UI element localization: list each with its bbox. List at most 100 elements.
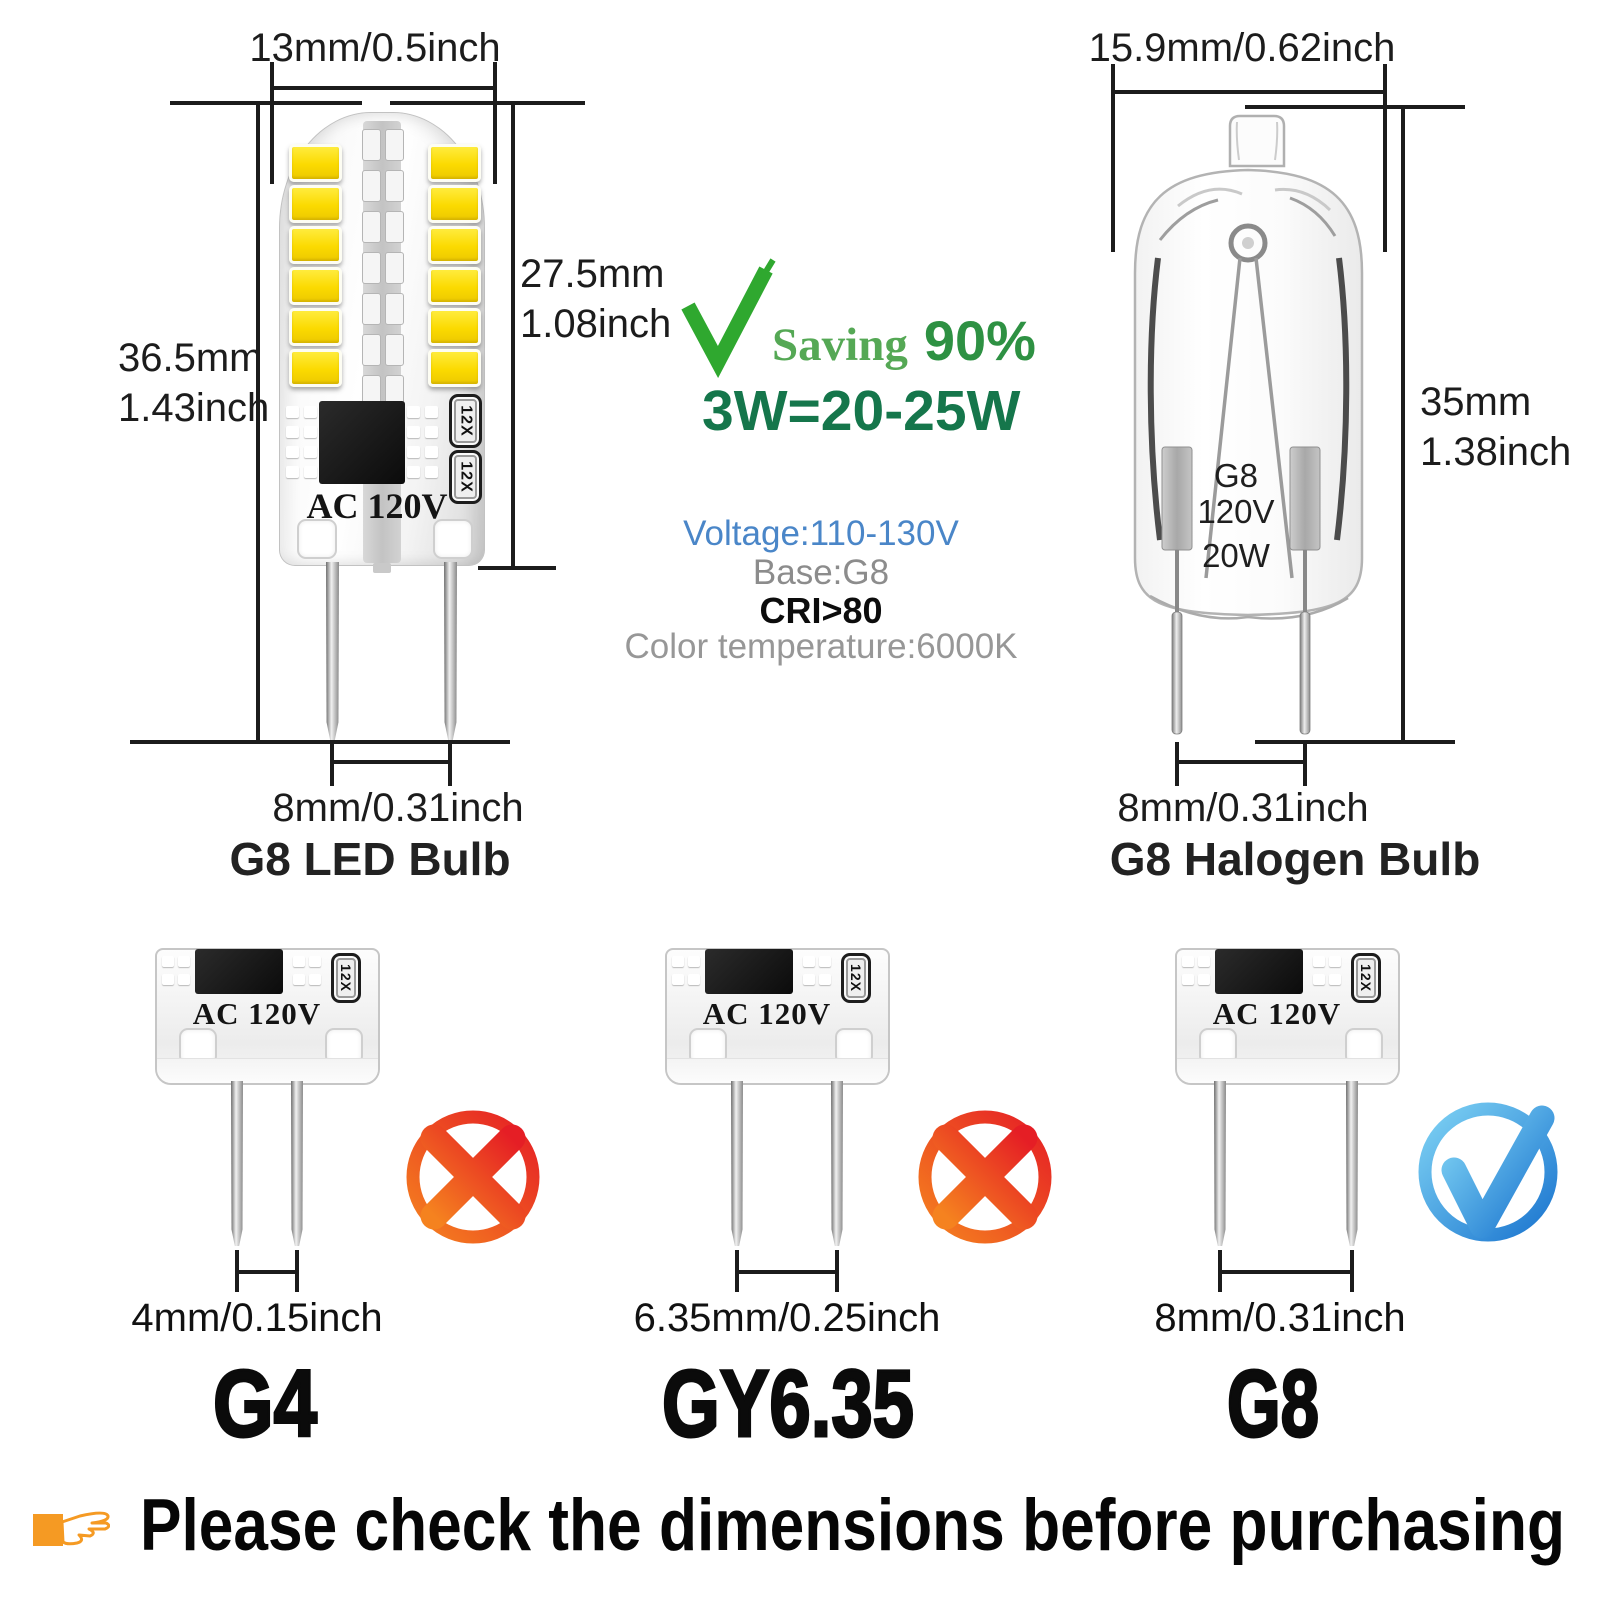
led-chip [428, 144, 481, 182]
halogen-caption: G8 Halogen Bulb [1109, 833, 1481, 885]
bulb-base-body: AC 120V 12X [1175, 948, 1400, 1085]
stripe-grid [407, 406, 438, 478]
led-pin [326, 562, 339, 740]
voltage-marking: AC 120V [192, 996, 322, 1031]
filament-wires [1204, 257, 1294, 579]
glass-band [1177, 1058, 1398, 1083]
led-width-label: 13mm/0.5inch [249, 26, 501, 70]
halogen-bulb-graphic: G8 120V 20W [1133, 114, 1364, 735]
svg-text:Please check the dimensions be: Please check the dimensions before purch… [140, 1488, 1565, 1566]
svg-text:GY6.35: GY6.35 [662, 1352, 914, 1457]
12x-badge: 12X [1351, 953, 1381, 1003]
saving-word: Saving [772, 319, 908, 371]
12x-badge: 12X [841, 953, 871, 1003]
halogen-pin-distance: 8mm/0.31inch [1117, 786, 1369, 830]
led-chip [428, 308, 481, 346]
led-side-chips [362, 293, 404, 325]
led-chip [428, 226, 481, 264]
led-side-chips [362, 170, 404, 202]
electrode-strip [1289, 446, 1321, 551]
led-chip [289, 267, 342, 305]
pointing-hand-icon [33, 1511, 110, 1546]
g8-name: G8 [1226, 1352, 1321, 1457]
led-body-height-mm: 27.5mm [520, 252, 665, 296]
led-side-chips [362, 334, 404, 366]
led-chip [289, 308, 342, 346]
led-side-chips [362, 211, 404, 243]
led-side-chips [362, 252, 404, 284]
led-chip [289, 349, 342, 387]
led-pin [444, 562, 457, 740]
saving-banner: Saving 90% [772, 308, 1036, 373]
led-chip [289, 185, 342, 223]
halogen-marking-wattage: 20W [1202, 537, 1271, 574]
base-notch [433, 519, 473, 559]
g4-name: G4 [212, 1352, 319, 1457]
halogen-width-label: 15.9mm/0.62inch [1088, 26, 1396, 70]
led-center-tab [373, 563, 391, 573]
base-pin [1346, 1081, 1358, 1246]
gy635-base-diagram: AC 120V 12X [665, 948, 890, 1248]
base-notch [297, 519, 337, 559]
svg-text:G4: G4 [213, 1352, 317, 1457]
g8-pin-distance: 8mm/0.31inch [1154, 1296, 1406, 1340]
saving-percent: 90% [923, 309, 1036, 372]
led-12x-badge: 12X [449, 450, 482, 504]
spec-voltage: Voltage:110-130V [683, 514, 959, 553]
led-chip [428, 349, 481, 387]
base-pin [831, 1081, 843, 1246]
gy635-pin-distance: 6.35mm/0.25inch [633, 1296, 941, 1340]
green-check-icon [681, 258, 776, 378]
led-body-height-inch: 1.08inch [520, 302, 672, 346]
stripe-grid [293, 956, 321, 985]
led-chip [428, 185, 481, 223]
base-pin [731, 1081, 743, 1246]
glass-nipple [1228, 114, 1286, 168]
led-caption: G8 LED Bulb [229, 833, 511, 885]
bulb-base-body: AC 120V 12X [665, 948, 890, 1085]
g8-base-diagram: AC 120V 12X [1175, 948, 1400, 1248]
halogen-height-mm: 35mm [1420, 380, 1532, 424]
filament-support-ring [1228, 223, 1268, 263]
stripe-grid [162, 956, 190, 985]
red-x-icon [406, 1110, 540, 1244]
gy635-name: GY6.35 [661, 1352, 916, 1457]
led-chip [428, 267, 481, 305]
stripe-grid [803, 956, 831, 985]
12x-badge: 12X [331, 953, 361, 1003]
spec-base: Base:G8 [752, 553, 890, 592]
footer-message: Please check the dimensions before purch… [140, 1488, 1565, 1566]
voltage-marking: AC 120V [702, 996, 832, 1031]
halogen-pin [1171, 611, 1183, 735]
stripe-grid [672, 956, 700, 985]
led-side-chips [362, 129, 404, 161]
driver-ic-chip [705, 949, 793, 994]
g4-base-diagram: AC 120V 12X [155, 948, 380, 1248]
led-height-mm: 36.5mm [118, 336, 263, 380]
base-pin [1214, 1081, 1226, 1246]
blue-check-icon [1418, 1102, 1558, 1242]
glass-band [667, 1058, 888, 1083]
base-pin [231, 1081, 243, 1246]
svg-text:G8: G8 [1227, 1352, 1319, 1457]
halogen-height-inch: 1.38inch [1420, 430, 1572, 474]
led-bulb-graphic: AC 120V 12X 12X [279, 112, 485, 573]
spec-cri: CRI>80 [759, 590, 883, 631]
stripe-grid [1313, 956, 1341, 985]
led-chip [289, 226, 342, 264]
bulb-base-body: AC 120V 12X [155, 948, 380, 1085]
glass-band [157, 1058, 378, 1083]
wattage-equivalence: 3W=20-25W [702, 379, 1021, 443]
base-pin [291, 1081, 303, 1246]
halogen-marking-voltage: 120V [1197, 493, 1274, 530]
halogen-pin [1299, 611, 1311, 735]
voltage-marking: AC 120V [1212, 996, 1342, 1031]
electrode-strip [1161, 446, 1193, 551]
driver-ic-chip [319, 401, 405, 484]
g4-pin-distance: 4mm/0.15inch [131, 1296, 383, 1340]
halogen-marking-base: G8 [1214, 457, 1258, 494]
stripe-grid [286, 406, 317, 478]
led-pin-distance: 8mm/0.31inch [272, 786, 524, 830]
driver-ic-chip [195, 949, 283, 994]
